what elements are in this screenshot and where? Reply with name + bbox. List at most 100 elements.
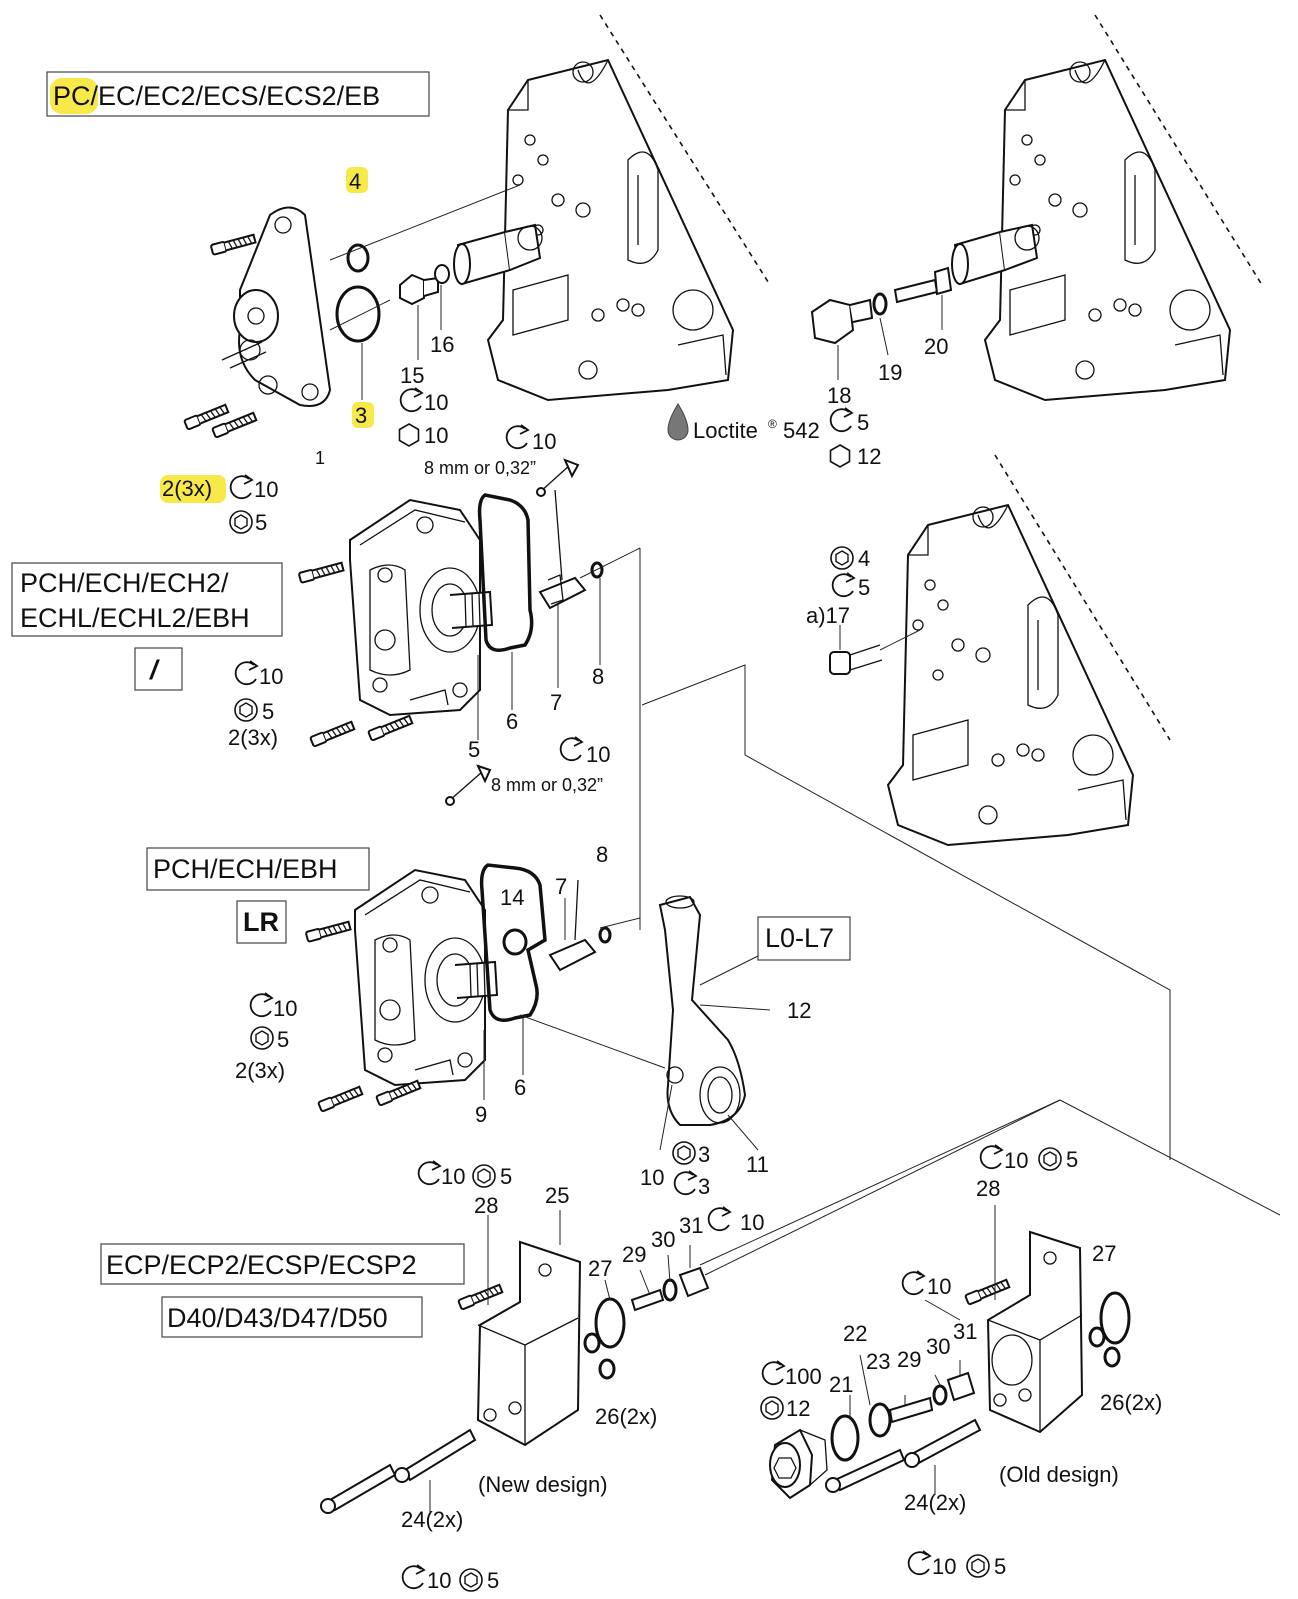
wrench-note-top: 8 mm or 0,32”: [424, 458, 536, 478]
label-11: 11: [746, 1152, 769, 1177]
screw-28-new: [457, 1282, 504, 1311]
plug-18: [810, 298, 874, 345]
label-24-new: 24(2x): [401, 1507, 463, 1532]
screw-2-mid-c: [367, 713, 414, 742]
screw-2: [209, 232, 257, 256]
loctite-number: 542: [783, 418, 820, 443]
label-23: 23: [866, 1349, 890, 1374]
label-8: 8: [592, 664, 604, 689]
hex-socket-icon: [672, 1141, 696, 1165]
model-pc-rest: /EC/EC2/ECS/ECS2/EB: [91, 81, 381, 111]
model-box-pc: PC/EC/EC2/ECS/ECS2/EB: [46, 71, 430, 117]
torque-arrow-icon: [401, 1564, 425, 1590]
label-2-3x-mid: 2(3x): [228, 725, 278, 750]
o-ring-27-new: [594, 1297, 626, 1349]
torque-28-new: 10: [441, 1164, 465, 1189]
model-ecp: ECP/ECP2/ECSP/ECSP2: [106, 1250, 417, 1280]
model-box-pch-ebh: PCH/ECH/EBH: [146, 847, 370, 891]
cover-plate-1: [221, 206, 332, 407]
torque-10-arm: 3: [698, 1174, 710, 1199]
torque-arrow-icon: [505, 424, 529, 450]
label-2-3x-top: 2(3x): [162, 476, 212, 501]
plug-100: [769, 1428, 828, 1500]
torque-wrench-bottom: 10: [586, 742, 610, 767]
washer-16: [434, 264, 450, 284]
label-9: 9: [475, 1102, 487, 1127]
torque-arrow-icon: [707, 1206, 731, 1232]
torque-arrow-icon: [229, 474, 253, 500]
hex-key-icon: [398, 423, 420, 447]
label-old-design: (Old design): [999, 1462, 1119, 1487]
label-12: 12: [787, 998, 811, 1023]
model-d40: D40/D43/D47/D50: [167, 1303, 388, 1333]
label-6: 6: [506, 709, 518, 734]
svg-text:PC/EC/EC2/ECS/ECS2/EB: PC/EC/EC2/ECS/ECS2/EB: [53, 81, 380, 111]
wrench-note-bottom: 8 mm or 0,32”: [491, 775, 603, 795]
torque-arrow-icon: [907, 1550, 931, 1576]
hex-socket-icon: [1038, 1147, 1062, 1171]
gasket-6-lower: [479, 863, 547, 1022]
label-7: 7: [550, 690, 562, 715]
hex-17: 4: [858, 546, 870, 571]
valve-29-31-new: [630, 1266, 710, 1312]
hex-28-new: 5: [500, 1164, 512, 1189]
long-bolts-24-old: [825, 1418, 982, 1493]
label-7-lower: 7: [555, 874, 567, 899]
label-14: 14: [500, 885, 524, 910]
screw-2-low-a: [304, 919, 352, 943]
torque-arrow-icon: [249, 992, 273, 1018]
hex-key-icon: [829, 444, 851, 468]
loctite-text: Loctite: [693, 418, 758, 443]
hex-socket-icon: [966, 1554, 990, 1578]
gasket-6: [477, 493, 534, 652]
label-19: 19: [878, 360, 902, 385]
hex-key-tool-top: [536, 458, 580, 497]
torque-plug: 100: [785, 1364, 822, 1389]
hex-socket-icon: [459, 1568, 483, 1592]
hex-socket-icon: [250, 1026, 274, 1050]
torque-28-old: 10: [1004, 1148, 1028, 1173]
torque-arrow-icon: [559, 736, 583, 762]
valve-block-middle-right: [887, 454, 1171, 846]
hex-socket-icon: [472, 1164, 496, 1188]
label-31-new: 31: [679, 1213, 703, 1238]
torque-arrow-icon: [234, 660, 258, 686]
label-8-lower: 8: [596, 842, 608, 867]
spool-top-left: [453, 223, 543, 286]
o-ring-14: [502, 928, 528, 956]
torque-2-top: 10: [254, 477, 278, 502]
label-30-old: 30: [926, 1334, 950, 1359]
model-l0l7: L0-L7: [765, 923, 834, 953]
torque-17: 5: [858, 575, 870, 600]
label-27-new: 27: [588, 1256, 612, 1281]
torque-screw-old: 10: [927, 1274, 951, 1299]
torque-arrow-icon: [901, 1270, 925, 1296]
hex-plug: 12: [786, 1396, 810, 1421]
label-5: 5: [468, 737, 480, 762]
model-box-d40: D40/D43/D47/D50: [161, 1296, 423, 1338]
o-ring-26-old-b: [1103, 1346, 1121, 1368]
hex-socket-icon: [830, 546, 854, 570]
torque-18: 5: [857, 410, 869, 435]
hex-18: 12: [857, 444, 881, 469]
label-26-old: 26(2x): [1100, 1390, 1162, 1415]
model-pch-ebh: PCH/ECH/EBH: [153, 854, 338, 884]
torque-15: 10: [424, 390, 448, 415]
label-29-new: 29: [622, 1242, 646, 1267]
control-box-slash: /: [134, 647, 183, 691]
pump-body-5: [349, 499, 493, 716]
screw-17: [829, 644, 883, 675]
plug-15: [399, 273, 439, 306]
hex-2-low: 5: [277, 1027, 289, 1052]
label-15: 15: [400, 363, 424, 388]
label-new-design: (New design): [478, 1472, 608, 1497]
o-ring-8-lower: [598, 926, 612, 944]
label-24-old: 24(2x): [904, 1490, 966, 1515]
label-29-old: 29: [897, 1347, 921, 1372]
torque-2-mid: 10: [259, 664, 283, 689]
o-ring-26-new-b: [598, 1358, 616, 1380]
screw-2-mid-b: [309, 719, 356, 748]
loctite-registered: ®: [768, 417, 777, 431]
screw-28-old: [964, 1277, 1011, 1306]
